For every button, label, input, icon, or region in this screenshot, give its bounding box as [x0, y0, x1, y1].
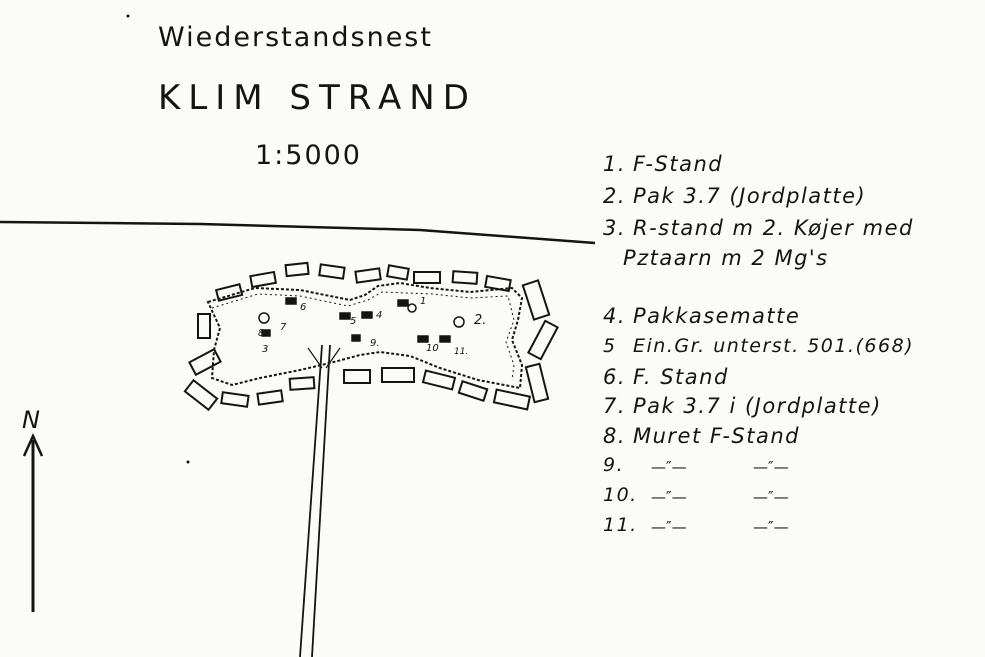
legend-item-2: 2.Pak 3.7 (Jordplatte)	[603, 184, 867, 208]
north-arrow-icon	[22, 432, 44, 612]
map-label-7: 7	[280, 322, 287, 333]
legend-item-4: 4.Pakkasematte	[603, 304, 801, 328]
ditto-mark: —″—	[753, 518, 789, 536]
map-label-10: 10	[426, 343, 439, 354]
north-label: N	[22, 406, 40, 434]
ditto-mark: —″—	[651, 518, 687, 536]
legend-item-8: 8.Muret F-Stand	[603, 424, 800, 448]
coastline	[0, 220, 596, 245]
ditto-mark: —″—	[651, 488, 687, 506]
ditto-mark: —″—	[651, 458, 687, 476]
legend-item-11: 11. —″— —″—	[603, 514, 789, 536]
map-label-3: 3	[262, 344, 268, 355]
obstacle-blocks	[183, 261, 559, 412]
access-road	[299, 344, 341, 657]
legend-item-3-cont: Pztaarn m 2 Mg's	[623, 246, 829, 270]
legend-item-3: 3.R-stand m 2. Køjer med	[603, 216, 914, 240]
map-label-9: 9.	[370, 338, 380, 349]
legend-item-7: 7.Pak 3.7 i (Jordplatte)	[603, 394, 882, 418]
legend-item-9: 9. —″— —″—	[603, 454, 789, 476]
map-label-1: 1	[420, 296, 426, 307]
legend-item-6: 6.F. Stand	[603, 365, 729, 389]
map-label-6: 6	[300, 302, 306, 313]
legend-item-1: 1.F-Stand	[603, 152, 724, 176]
map-label-11: 11.	[454, 347, 468, 357]
map-label-2: 2.	[474, 313, 486, 328]
map-scale: 1:5000	[255, 140, 362, 171]
map-label-4: 4	[376, 310, 382, 321]
ditto-mark: —″—	[753, 458, 789, 476]
legend-item-10: 10. —″— —″—	[603, 484, 789, 506]
map-title: KLIM STRAND	[158, 78, 477, 118]
strongpoint-perimeter	[206, 281, 524, 390]
emplacement-markers	[258, 297, 465, 343]
map-label-8: 8	[258, 328, 264, 339]
map-label-5: 5	[350, 316, 356, 327]
ditto-mark: —″—	[753, 488, 789, 506]
map-subtitle: Wiederstandsnest	[158, 22, 433, 53]
